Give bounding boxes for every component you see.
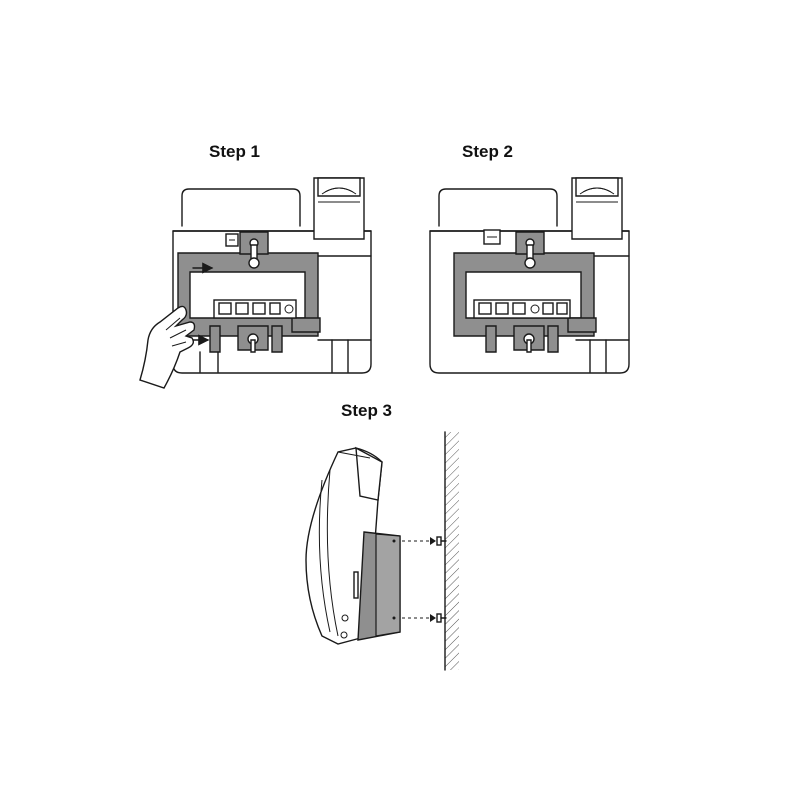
- step-3-illustration: [305, 431, 459, 671]
- step-3-label: Step 3: [341, 401, 393, 420]
- step-2-label: Step 2: [462, 142, 514, 161]
- wall-icon: [444, 431, 459, 671]
- screw-icon: [402, 613, 447, 623]
- step-1-label: Step 1: [209, 142, 261, 161]
- mounting-bracket-installed: [453, 229, 597, 353]
- mounting-bracket: [177, 231, 321, 353]
- connector-ports: [473, 299, 571, 319]
- step-2-illustration: [429, 177, 630, 374]
- connector-ports: [213, 299, 297, 319]
- phone-base-back: [429, 177, 630, 374]
- step-1-illustration: [139, 177, 372, 389]
- side-mounting-bracket: [357, 531, 401, 641]
- hand-icon: [139, 305, 196, 389]
- screw-icon: [402, 536, 447, 546]
